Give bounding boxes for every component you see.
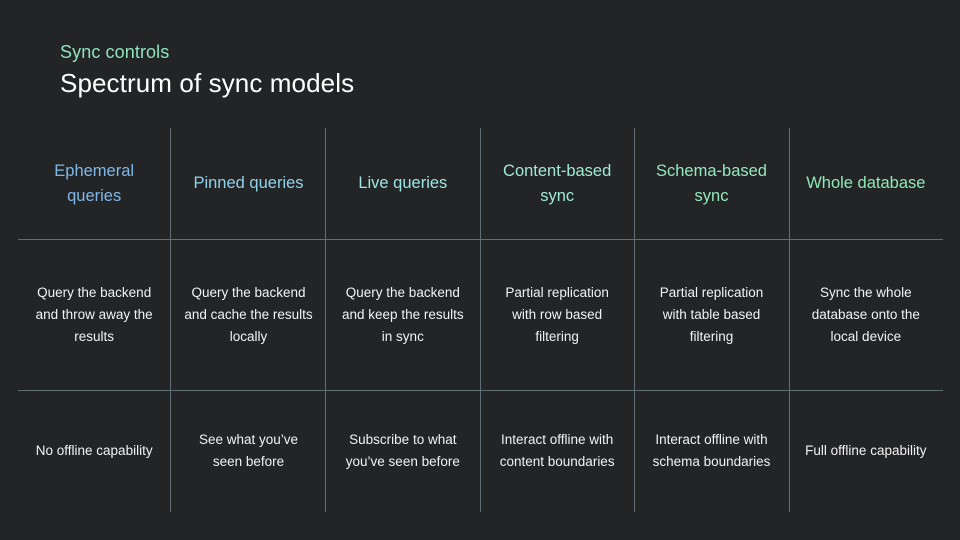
description-cell: Query the backend and keep the results i… <box>326 239 480 390</box>
offline-cell: Interact offline with schema boundaries <box>634 390 788 512</box>
description-cell: Partial replication with row based filte… <box>480 239 634 390</box>
description-cell: Query the backend and throw away the res… <box>17 239 171 390</box>
offline-text: Interact offline with schema boundaries <box>652 432 771 469</box>
description-text: Query the backend and keep the results i… <box>342 284 464 344</box>
column-divider-3 <box>480 128 481 512</box>
eyebrow-label: Sync controls <box>60 42 170 62</box>
description-cell: Sync the whole database onto the local d… <box>789 239 943 390</box>
column-header-live-queries: Live queries <box>326 128 480 239</box>
offline-text: No offline capability <box>35 443 153 458</box>
column-divider-4 <box>634 128 635 512</box>
description-text: Partial replication with table based fil… <box>659 284 764 344</box>
offline-text: Interact offline with content boundaries <box>499 432 615 469</box>
offline-text: Subscribe to what you’ve seen before <box>345 432 460 469</box>
description-text: Query the backend and throw away the res… <box>35 284 153 344</box>
column-header-label: Whole database <box>806 174 926 192</box>
column-header-pinned-queries: Pinned queries <box>171 128 325 239</box>
column-header-whole-database: Whole database <box>789 128 943 239</box>
column-divider-5 <box>789 128 790 512</box>
offline-cell: No offline capability <box>17 390 171 512</box>
column-divider-2 <box>325 128 326 512</box>
offline-cell: Full offline capability <box>789 390 943 512</box>
column-header-label: Pinned queries <box>193 174 304 192</box>
offline-cell: Subscribe to what you’ve seen before <box>326 390 480 512</box>
description-text: Query the backend and cache the results … <box>184 284 313 344</box>
offline-cell: See what you’ve seen before <box>171 390 325 512</box>
column-header-ephemeral-queries: Ephemeral queries <box>17 128 171 239</box>
column-header-label: Schema-based sync <box>656 161 767 205</box>
description-cell: Query the backend and cache the results … <box>171 239 325 390</box>
sync-models-matrix: Ephemeral queries Pinned queries Live qu… <box>17 128 943 512</box>
description-cell: Partial replication with table based fil… <box>634 239 788 390</box>
column-header-label: Ephemeral queries <box>54 161 135 205</box>
description-text: Sync the whole database onto the local d… <box>811 284 920 344</box>
offline-text: See what you’ve seen before <box>198 432 299 469</box>
offline-text: Full offline capability <box>805 443 927 458</box>
slide-header: Sync controls Spectrum of sync models <box>60 40 354 100</box>
column-header-schema-based-sync: Schema-based sync <box>634 128 788 239</box>
column-header-label: Live queries <box>358 174 448 192</box>
column-header-label: Content-based sync <box>503 161 612 205</box>
description-text: Partial replication with row based filte… <box>505 284 609 344</box>
column-header-content-based-sync: Content-based sync <box>480 128 634 239</box>
matrix-grid: Ephemeral queries Pinned queries Live qu… <box>17 128 943 512</box>
column-divider-1 <box>170 128 171 512</box>
offline-cell: Interact offline with content boundaries <box>480 390 634 512</box>
page-title: Spectrum of sync models <box>60 68 355 98</box>
